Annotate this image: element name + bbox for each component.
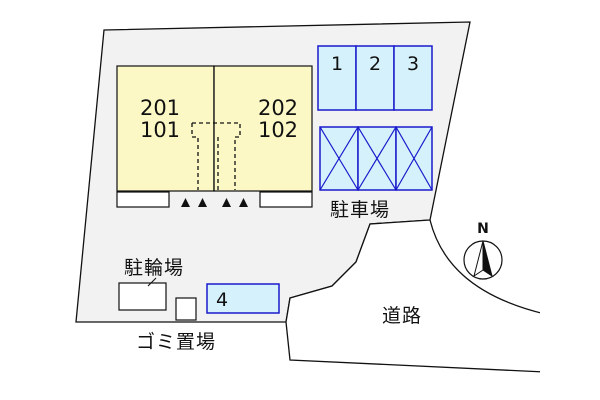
entrance-triangle	[181, 198, 190, 207]
unit-label-201: 201	[139, 96, 181, 120]
parking-slot-1	[317, 45, 357, 111]
building-right-half	[213, 65, 313, 192]
bicycle-parking-shed	[118, 282, 167, 311]
stair-outline-dashed	[191, 122, 241, 190]
bicycle-parking-label: 駐輪場	[124, 257, 185, 279]
parking-slot-2	[355, 45, 395, 111]
parking-slot-3	[393, 45, 433, 111]
garbage-area-label: ゴミ置場	[136, 331, 217, 353]
unit-label-202: 202	[257, 96, 299, 120]
unit-label-102: 102	[257, 118, 299, 142]
north-arrow-icon: N	[463, 221, 503, 280]
road-label: 道路	[382, 305, 423, 327]
parking-label: 駐車場	[330, 199, 391, 221]
garbage-area-box	[175, 297, 197, 321]
parking-number-2: 2	[368, 53, 382, 75]
entrance-markers	[181, 198, 248, 207]
building-left-half	[116, 65, 215, 192]
parking-number-3: 3	[406, 53, 420, 75]
parking-slot-4	[206, 283, 280, 314]
road-area	[285, 219, 600, 373]
building-step-left	[116, 191, 170, 208]
bicycle-label-leader	[147, 277, 157, 287]
entrance-triangle	[222, 198, 231, 207]
parking-number-4: 4	[215, 289, 229, 311]
parking-number-1: 1	[330, 53, 344, 75]
parking-cross-lines	[319, 126, 433, 191]
parking-crossed-group	[319, 126, 433, 191]
compass-north-label: N	[477, 221, 489, 237]
entrance-triangle	[198, 198, 207, 207]
parking-numbered-group	[317, 45, 433, 111]
building-step-right	[259, 191, 313, 208]
entrance-triangle	[239, 198, 248, 207]
unit-label-101: 101	[139, 118, 181, 142]
